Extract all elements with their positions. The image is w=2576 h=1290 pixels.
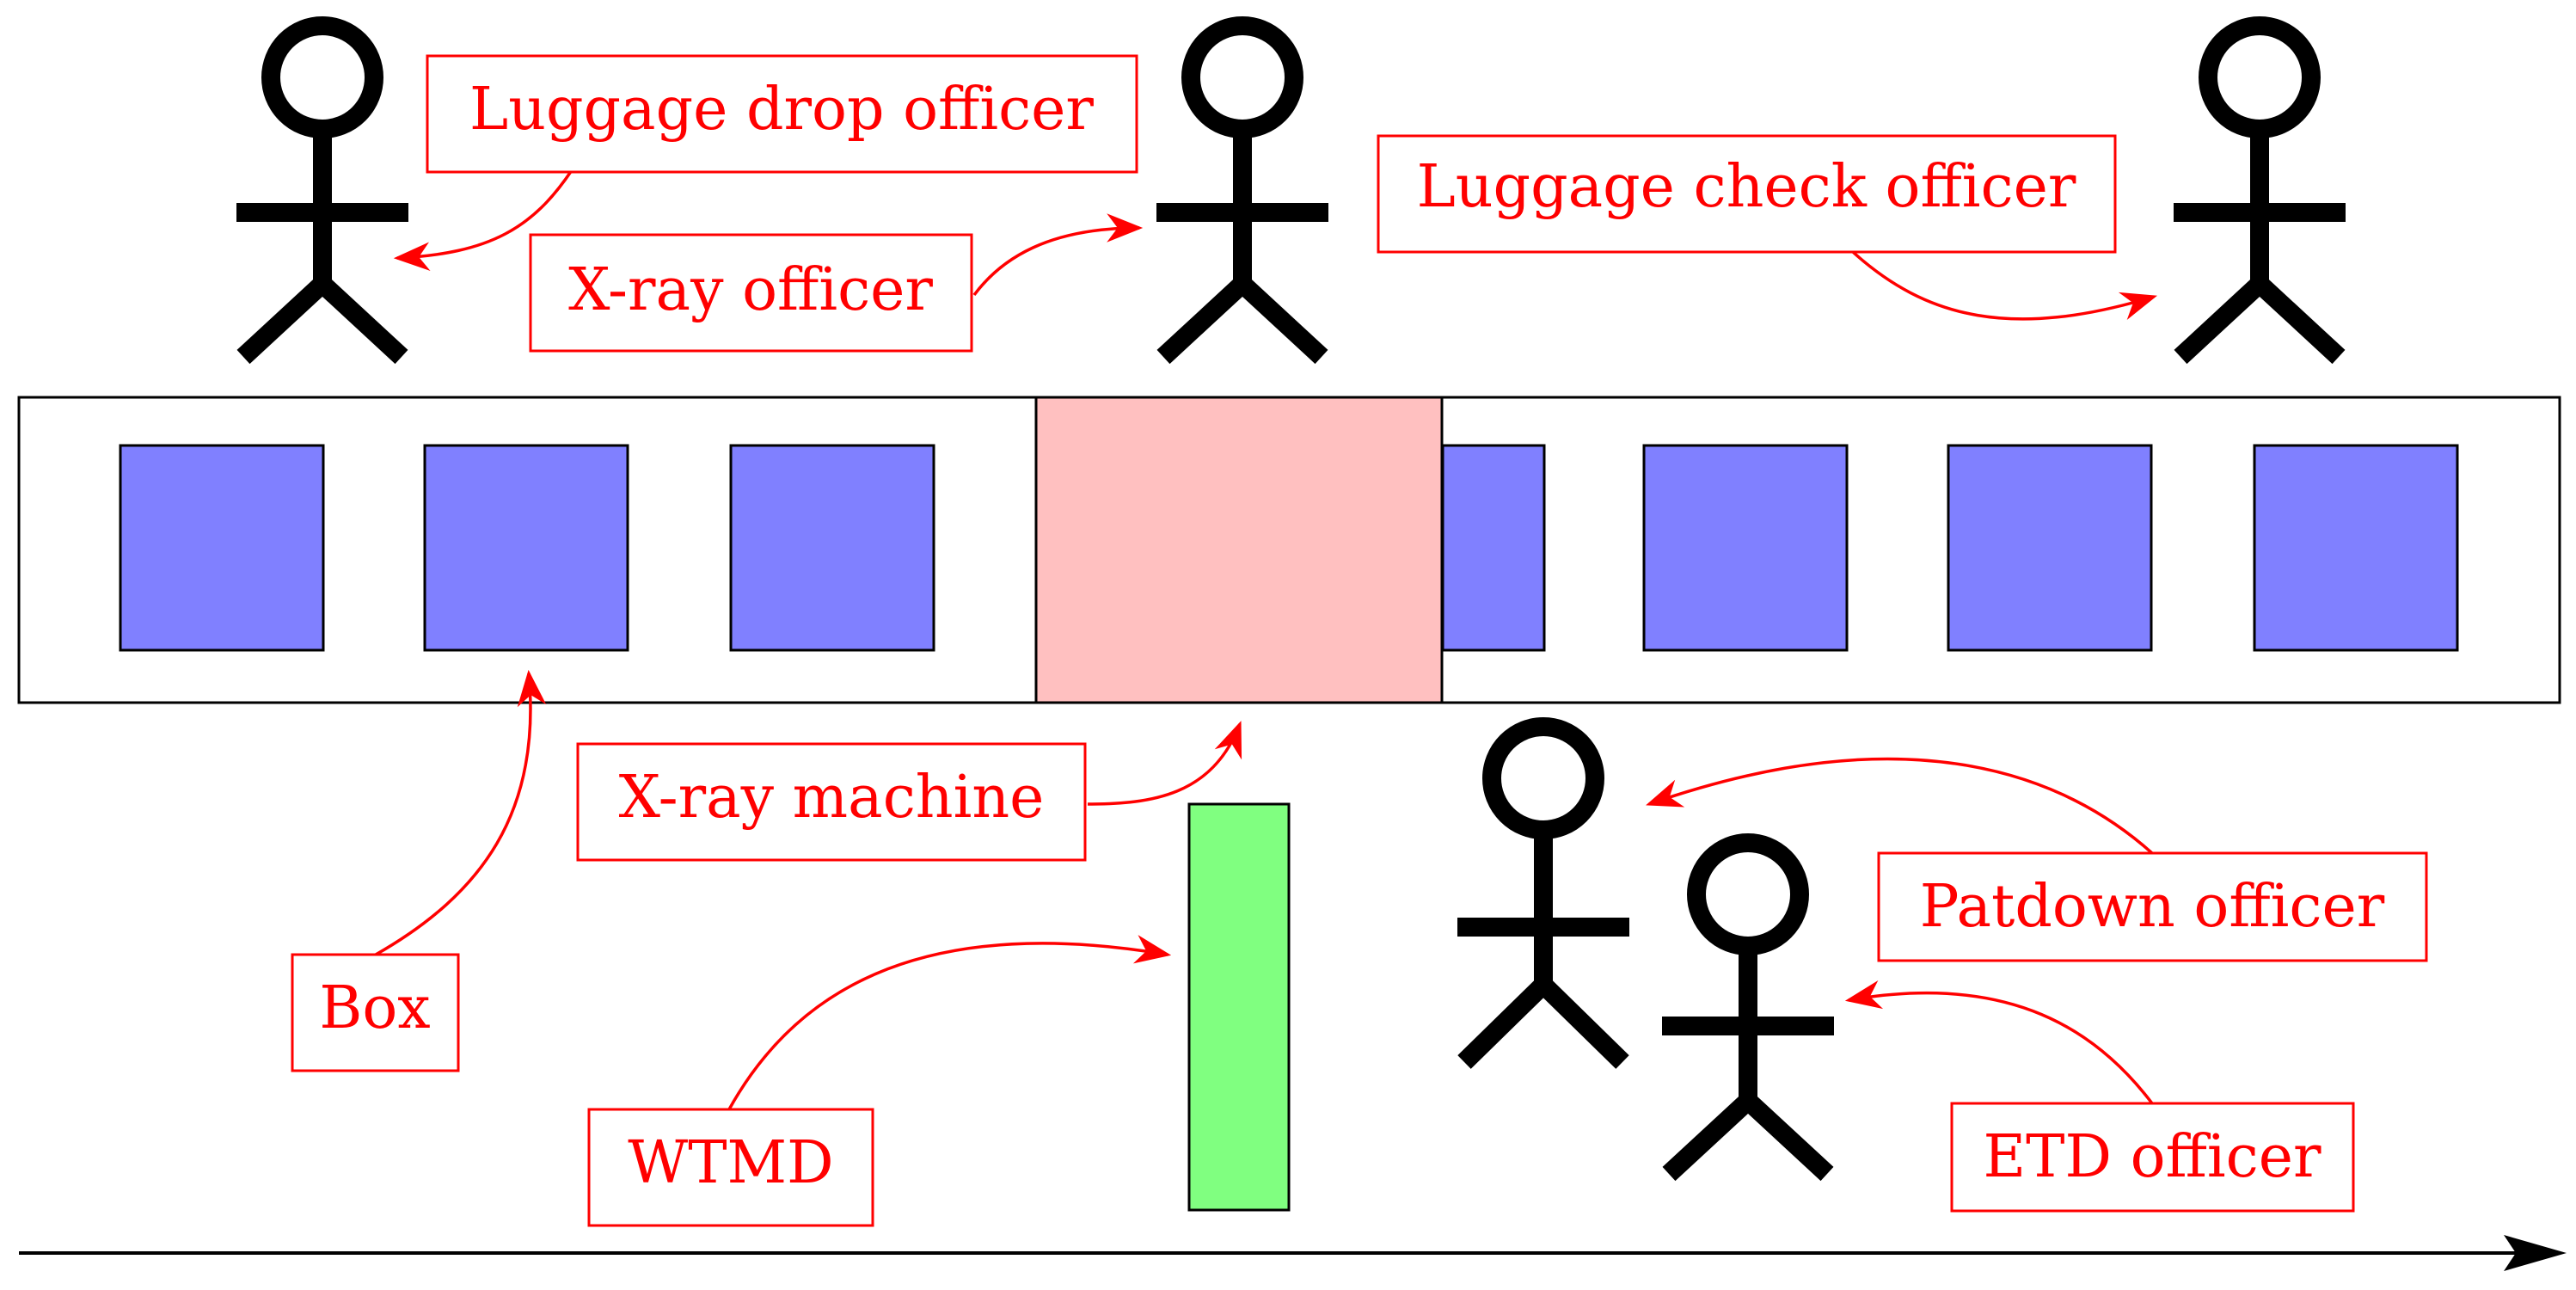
arrow-etd [1844, 980, 2154, 1105]
patdown-officer-figure [1457, 717, 1629, 1069]
xray-machine [1034, 396, 1444, 704]
arrow-xray-officer [972, 213, 1144, 297]
arrow-luggage-drop [393, 169, 573, 272]
box [729, 444, 935, 652]
arrow-xray-machine [1087, 721, 1242, 806]
label-etd-officer: ETD officer [1950, 1102, 2355, 1213]
arrow-patdown [1646, 757, 2154, 855]
label-patdown-officer: Patdown officer [1877, 851, 2428, 962]
label-xray-officer: X-ray officer [529, 233, 973, 353]
box [1947, 444, 2153, 652]
label-wtmd: WTMD [587, 1108, 874, 1227]
arrow-wtmd [727, 935, 1172, 1110]
xray-officer-figure [1156, 16, 1328, 365]
boxes-on-belt [119, 444, 2459, 652]
box [2253, 444, 2459, 652]
timeline-arrow [19, 1235, 2567, 1271]
box [1642, 444, 1849, 652]
box [1441, 444, 1546, 652]
wtmd-gate [1187, 802, 1291, 1212]
label-text: WTMD [628, 1129, 833, 1197]
annotation-arrows [375, 169, 2158, 1110]
label-text: X-ray officer [568, 256, 933, 324]
label-xray-machine: X-ray machine [576, 742, 1087, 862]
label-text: Luggage drop officer [469, 76, 1094, 144]
etd-officer-figure [1662, 833, 1834, 1182]
label-luggage-check-officer: Luggage check officer [1377, 134, 2117, 254]
label-luggage-drop-officer: Luggage drop officer [426, 54, 1138, 174]
label-text: ETD officer [1984, 1123, 2321, 1191]
box [119, 444, 325, 652]
box [423, 444, 629, 652]
arrow-box [375, 669, 547, 956]
label-box: Box [291, 953, 460, 1072]
luggage-check-officer-figure [2174, 16, 2346, 365]
luggage-drop-officer-figure [236, 16, 408, 365]
label-text: X-ray machine [619, 764, 1045, 832]
arrow-luggage-check [1851, 250, 2158, 321]
label-text: Patdown officer [1920, 873, 2385, 941]
label-text: Luggage check officer [1417, 153, 2076, 221]
label-text: Box [319, 974, 430, 1042]
